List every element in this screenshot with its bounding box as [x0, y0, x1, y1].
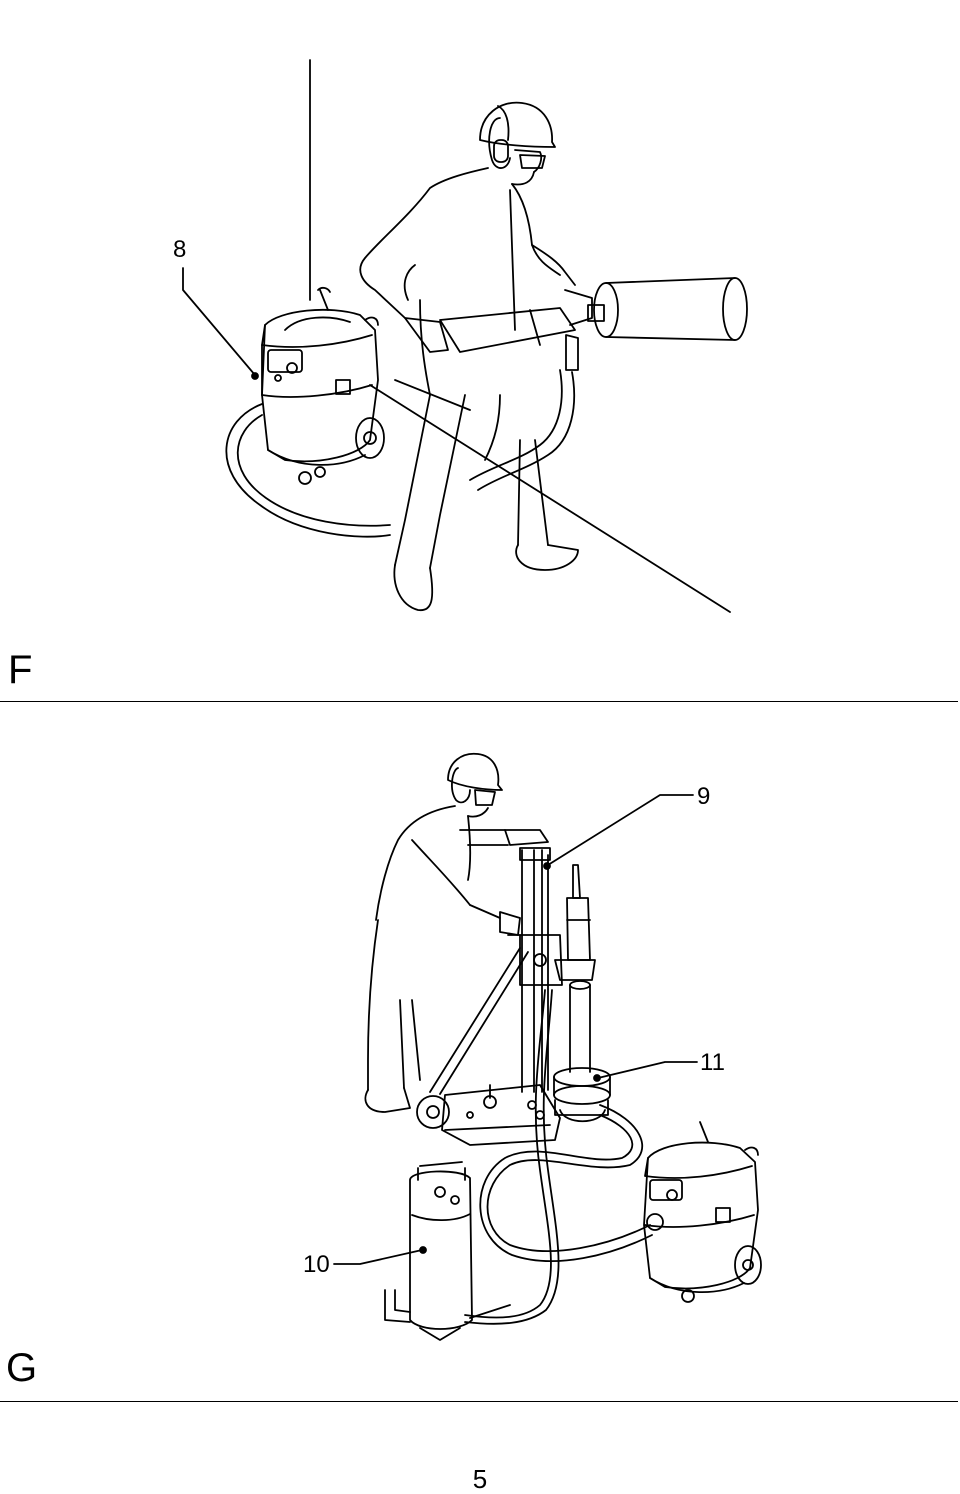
figure-f-label: F: [8, 648, 33, 692]
suction-hose: [226, 404, 390, 537]
operator-g: [365, 754, 548, 1112]
page-number: 5: [472, 1464, 488, 1494]
drill-stand: [417, 848, 562, 1145]
core-drill-f: [440, 278, 747, 370]
callout-11-label: 11: [700, 1049, 725, 1076]
figure-g-divider: [0, 1401, 958, 1402]
callout-9-label: 9: [697, 783, 711, 810]
figure-g-drawing: [334, 754, 761, 1340]
callout-9-leader: [548, 795, 693, 865]
callout-10-leader: [334, 1250, 422, 1264]
water-hose: [465, 990, 551, 1318]
callout-8-leader: [183, 268, 255, 375]
vacuum-cleaner-f: [262, 288, 384, 484]
figure-f-divider: [0, 701, 958, 702]
figure-f-drawing: [183, 60, 747, 612]
operator-f: [360, 103, 578, 611]
suction-hose-g: [488, 1105, 651, 1251]
callout-10-label: 10: [303, 1251, 330, 1278]
figure-g-label: G: [6, 1346, 38, 1390]
drill-motor-g: [555, 865, 595, 1072]
water-tank: [385, 1162, 510, 1340]
vacuum-cleaner-g: [644, 1122, 761, 1302]
water-collection-ring: [554, 1068, 610, 1121]
feed-lever: [430, 948, 520, 1092]
callout-8-label: 8: [173, 236, 187, 263]
floor-line: [370, 385, 730, 612]
callout-11-leader: [598, 1062, 697, 1078]
